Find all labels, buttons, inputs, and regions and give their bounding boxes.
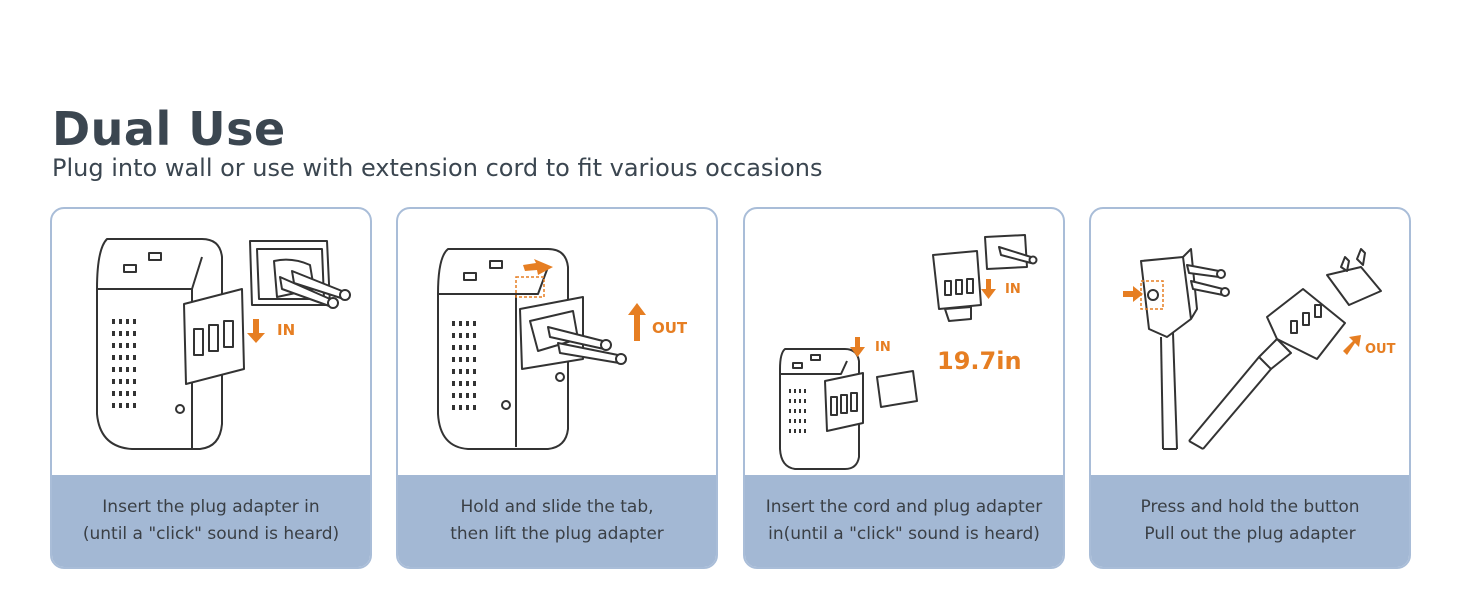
adapter-remove-illustration: OUT bbox=[437, 248, 688, 450]
arrow-down-icon-2 bbox=[850, 337, 865, 357]
step-card-1: IN Insert the plug adapter in (until a "… bbox=[50, 207, 372, 569]
step-4-label: OUT bbox=[1365, 342, 1396, 357]
vent-grill bbox=[112, 319, 136, 408]
vent-grill bbox=[452, 321, 476, 410]
vent-grill bbox=[789, 389, 806, 433]
step-4-caption: Press and hold the button Pull out the p… bbox=[1091, 475, 1409, 567]
cord-insert-illustration: IN IN 19.7in bbox=[779, 234, 1038, 470]
arrow-up-right-icon bbox=[1343, 335, 1361, 355]
tab-highlight bbox=[515, 276, 545, 298]
step-1-label: IN bbox=[277, 321, 295, 339]
page-subtitle: Plug into wall or use with extension cor… bbox=[52, 154, 823, 182]
arrow-down-icon bbox=[247, 319, 265, 343]
adapter-insert-illustration: IN bbox=[96, 238, 351, 450]
arrow-right-icon bbox=[1123, 286, 1143, 302]
cord-release-illustration: OUT bbox=[1123, 248, 1396, 450]
step-card-2: OUT Hold and slide the tab, then lift th… bbox=[396, 207, 718, 569]
step-3-label: IN bbox=[1005, 282, 1021, 297]
step-2-caption: Hold and slide the tab, then lift the pl… bbox=[398, 475, 716, 567]
step-card-4: OUT Press and hold the button Pull out t… bbox=[1089, 207, 1411, 569]
step-3-caption: Insert the cord and plug adapter in(unti… bbox=[745, 475, 1063, 567]
step-2-label: OUT bbox=[652, 319, 688, 337]
cord-length-label: 19.7in bbox=[937, 347, 1022, 375]
arrow-up-icon bbox=[628, 303, 646, 341]
step-card-3: IN IN 19.7in Insert the cord and plug ad… bbox=[743, 207, 1065, 569]
page-title: Dual Use bbox=[52, 102, 286, 156]
arrow-left-icon bbox=[523, 259, 553, 275]
step-3-label-2: IN bbox=[875, 340, 891, 355]
step-1-caption: Insert the plug adapter in (until a "cli… bbox=[52, 475, 370, 567]
arrow-down-icon bbox=[981, 279, 996, 299]
